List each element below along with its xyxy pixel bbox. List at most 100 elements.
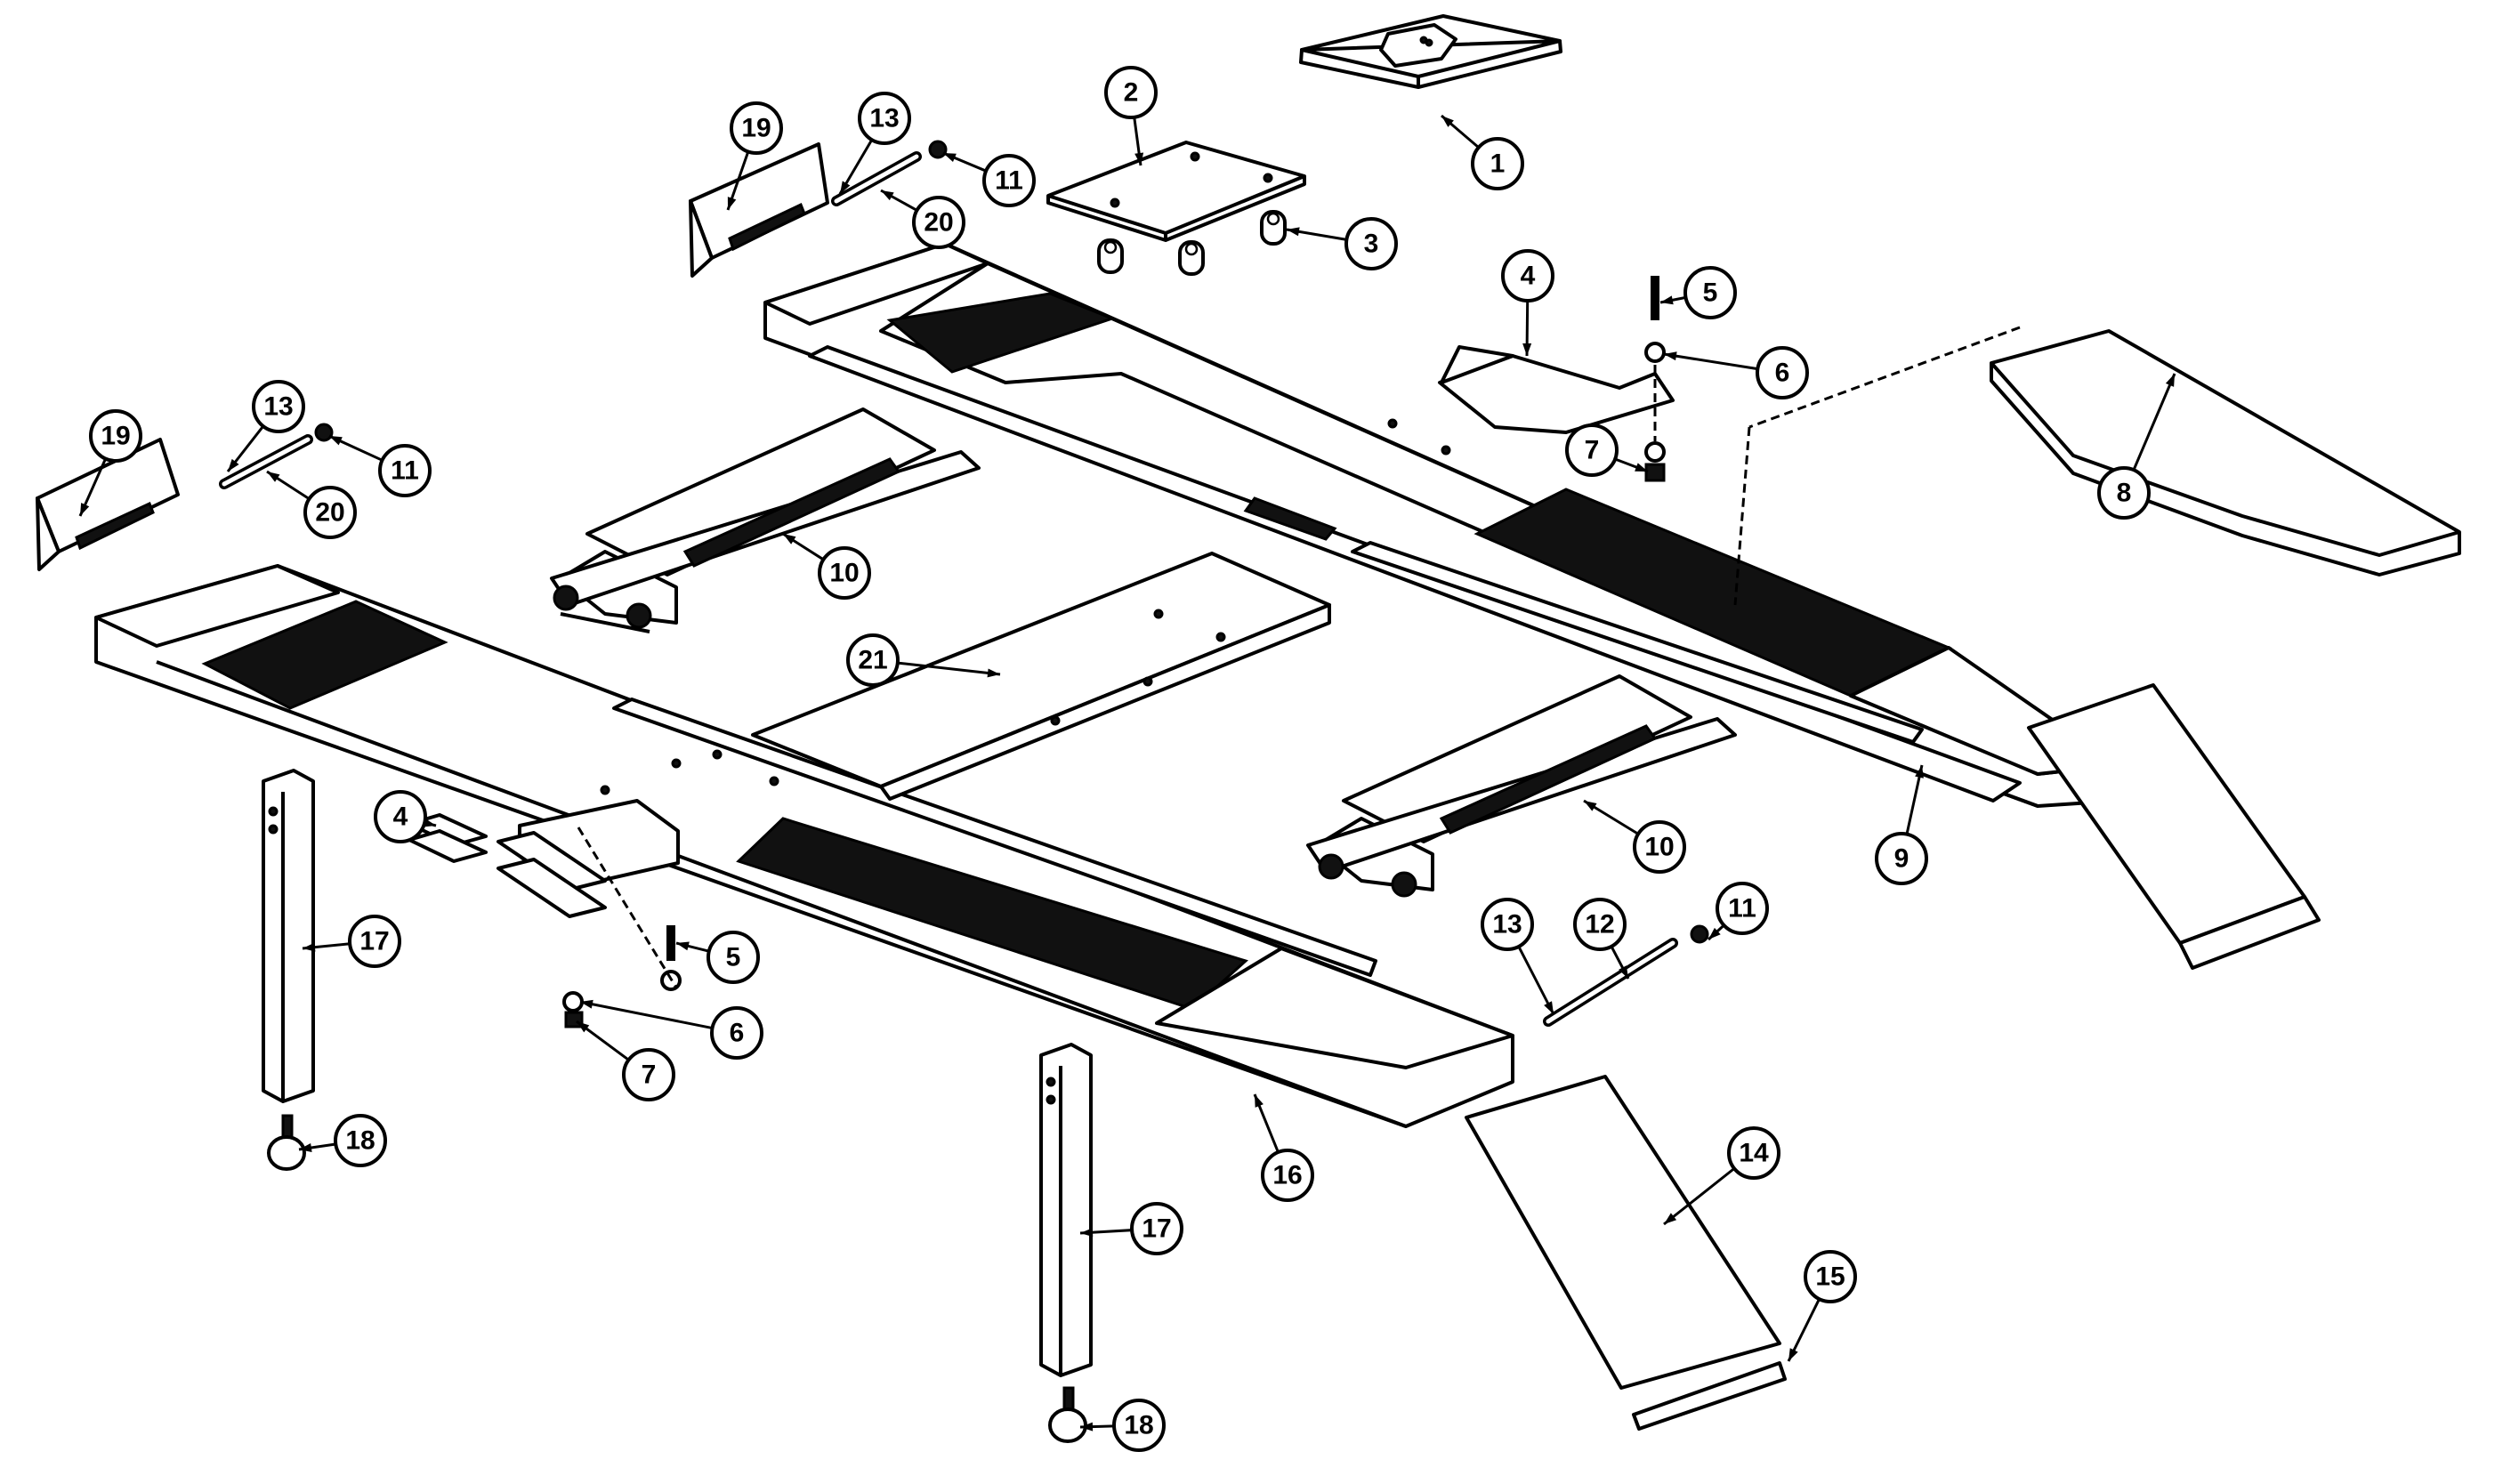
callout-label: 3 bbox=[1364, 230, 1379, 259]
part-cross-member bbox=[751, 552, 1331, 801]
arrowhead-icon bbox=[1619, 965, 1628, 979]
part-turnplate-cover bbox=[1990, 329, 2461, 577]
part-top-plate bbox=[1046, 141, 1306, 242]
part-rolling-jack-bottom bbox=[1306, 674, 1737, 898]
callout-label: 10 bbox=[829, 559, 859, 588]
callout-11: 11 bbox=[378, 444, 432, 497]
callout-20: 20 bbox=[912, 196, 965, 249]
callout-circle bbox=[378, 444, 432, 497]
arrowhead-icon bbox=[329, 436, 343, 446]
arrowhead-icon bbox=[1635, 463, 1648, 472]
arrowhead-icon bbox=[1255, 1094, 1264, 1108]
arrowhead-icon bbox=[1287, 227, 1300, 237]
callout-circle bbox=[1481, 898, 1534, 951]
part-foot-right bbox=[1048, 1386, 1087, 1443]
dashed-reference-line bbox=[1733, 426, 1751, 606]
part-rod-bottom bbox=[1543, 924, 1709, 1027]
callout-circle bbox=[1565, 423, 1619, 477]
callout-label: 20 bbox=[924, 208, 953, 238]
callout-label: 21 bbox=[858, 646, 887, 675]
callout-20: 20 bbox=[303, 486, 357, 539]
callout-label: 5 bbox=[1703, 278, 1718, 308]
leader-line-6 bbox=[579, 1000, 713, 1030]
callout-circle bbox=[2097, 466, 2151, 520]
callout-19: 19 bbox=[730, 101, 783, 155]
callout-label: 20 bbox=[315, 498, 344, 528]
callout-circle bbox=[912, 196, 965, 249]
arrowhead-icon bbox=[987, 668, 1000, 678]
arrowhead-icon bbox=[1788, 1348, 1798, 1361]
callout-14: 14 bbox=[1727, 1126, 1780, 1180]
callout-5: 5 bbox=[1683, 266, 1737, 319]
callout-19: 19 bbox=[89, 409, 142, 463]
callout-11: 11 bbox=[982, 154, 1036, 207]
callout-circle bbox=[818, 546, 871, 600]
callout-16: 16 bbox=[1261, 1149, 1314, 1202]
callout-label: 15 bbox=[1815, 1262, 1845, 1292]
part-hex-pad-plate bbox=[1299, 14, 1562, 89]
callout-10: 10 bbox=[818, 546, 871, 600]
callout-4: 4 bbox=[374, 790, 427, 843]
callout-4: 4 bbox=[1501, 249, 1554, 302]
callout-circle bbox=[1804, 1250, 1857, 1303]
spacer bbox=[1260, 210, 1287, 246]
callout-label: 19 bbox=[741, 114, 771, 143]
leader-line-14 bbox=[1663, 1167, 1735, 1226]
callout-circle bbox=[1875, 832, 1928, 885]
part-foot-left bbox=[267, 1114, 306, 1171]
arrowhead-icon bbox=[1134, 152, 1144, 165]
part-right-runway bbox=[763, 242, 2119, 808]
callout-label: 8 bbox=[2117, 479, 2132, 508]
callout-circle bbox=[374, 790, 427, 843]
callout-label: 11 bbox=[391, 456, 419, 486]
callout-circle bbox=[1683, 266, 1737, 319]
leader-line-13 bbox=[1517, 946, 1555, 1015]
callout-13: 13 bbox=[252, 380, 305, 433]
callout-11: 11 bbox=[1716, 882, 1769, 935]
arrowhead-icon bbox=[1584, 801, 1597, 811]
callout-6: 6 bbox=[710, 1006, 763, 1060]
arrowhead-icon bbox=[943, 153, 957, 163]
callout-circle bbox=[1716, 882, 1769, 935]
callout-label: 4 bbox=[1521, 262, 1536, 291]
part-rod-top bbox=[831, 140, 948, 206]
callout-label: 18 bbox=[1124, 1411, 1153, 1440]
part-bracket-assembly-top bbox=[1438, 276, 1675, 482]
callout-13: 13 bbox=[1481, 898, 1534, 951]
part-wheel-stop-top bbox=[689, 142, 829, 278]
part-spacers bbox=[1097, 210, 1287, 276]
spacer bbox=[1178, 240, 1205, 276]
arrowhead-icon bbox=[228, 458, 239, 472]
callout-13: 13 bbox=[858, 92, 911, 145]
callout-7: 7 bbox=[1565, 423, 1619, 477]
leader-line-8 bbox=[2132, 373, 2176, 471]
callout-21: 21 bbox=[846, 633, 900, 687]
callout-label: 12 bbox=[1585, 910, 1614, 940]
callout-circle bbox=[1344, 217, 1398, 270]
callout-label: 10 bbox=[1644, 833, 1674, 862]
callout-circle bbox=[846, 633, 900, 687]
callout-label: 14 bbox=[1739, 1139, 1769, 1168]
callout-circle bbox=[348, 915, 401, 968]
part-left-runway bbox=[94, 564, 1514, 1128]
callout-circle bbox=[1573, 898, 1627, 951]
arrowhead-icon bbox=[1544, 1001, 1554, 1014]
arrowhead-icon bbox=[881, 190, 894, 201]
arrowhead-icon bbox=[1664, 1213, 1677, 1224]
callout-label: 5 bbox=[726, 943, 741, 972]
callout-label: 11 bbox=[995, 166, 1023, 196]
callout-5: 5 bbox=[706, 931, 760, 984]
arrowhead-icon bbox=[2165, 374, 2175, 387]
arrowhead-icon bbox=[1441, 116, 1454, 127]
arrowhead-icon bbox=[1915, 765, 1924, 778]
callout-circle bbox=[1104, 66, 1158, 119]
callout-circle bbox=[622, 1048, 675, 1101]
leader-lines bbox=[78, 114, 2176, 1432]
part-rod-left bbox=[219, 423, 334, 489]
part-rolling-jack-top bbox=[550, 407, 981, 633]
callout-circle bbox=[1130, 1202, 1183, 1255]
callout-label: 13 bbox=[263, 392, 293, 422]
leader-line-21 bbox=[897, 661, 1001, 676]
part-bracket-assembly-left bbox=[408, 813, 682, 1028]
